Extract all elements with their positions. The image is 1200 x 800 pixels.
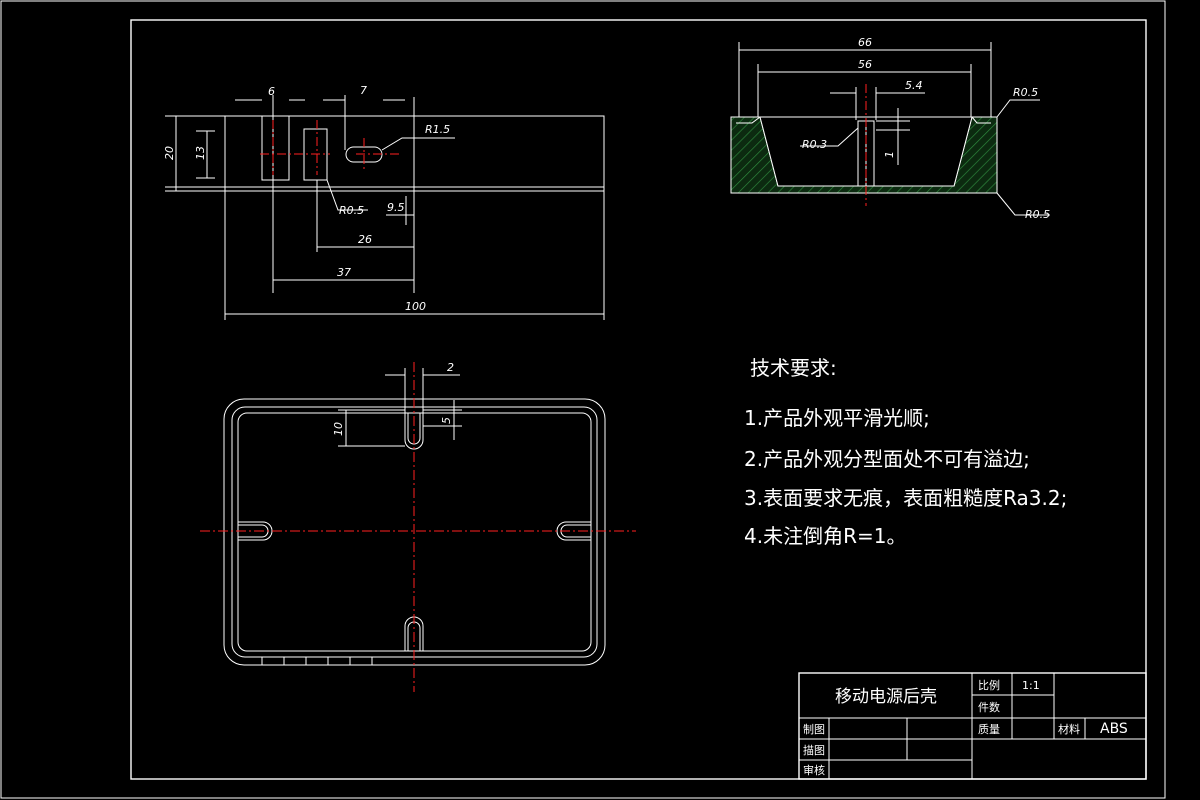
dim-13: 13 bbox=[194, 146, 207, 160]
technical-requirements: 技术要求: 1.产品外观平滑光顺; 2.产品外观分型面处不可有溢边; 3.表面要… bbox=[744, 356, 1067, 548]
dimension-labels: 6 7 R1.5 20 13 R0.5 9.5 26 37 100 66 56 … bbox=[163, 36, 1050, 436]
dim-66: 66 bbox=[858, 36, 872, 49]
dim-6: 6 bbox=[268, 85, 275, 98]
title-block bbox=[798, 672, 1147, 780]
traced-label: 描图 bbox=[803, 743, 825, 757]
plan-view bbox=[223, 368, 606, 666]
dim-26: 26 bbox=[358, 233, 372, 246]
top-view-centerlines bbox=[260, 120, 402, 175]
scale-value: 1:1 bbox=[1022, 679, 1040, 692]
count-label: 件数 bbox=[978, 701, 1000, 714]
requirement-item: 2.产品外观分型面处不可有溢边; bbox=[744, 447, 1030, 471]
dim-9-5: 9.5 bbox=[387, 201, 405, 214]
section-view bbox=[730, 42, 1050, 216]
dim-10: 10 bbox=[332, 422, 345, 436]
dim-7: 7 bbox=[360, 84, 367, 97]
weight-label: 质量 bbox=[978, 723, 1000, 736]
scale-label: 比例 bbox=[978, 678, 1000, 692]
dim-1: 1 bbox=[883, 151, 896, 158]
requirement-item: 4.未注倒角R=1。 bbox=[744, 524, 906, 548]
dim-5: 5 bbox=[440, 417, 453, 424]
drawn-label: 制图 bbox=[803, 723, 825, 736]
dim-r1-5: R1.5 bbox=[425, 123, 450, 136]
part-name: 移动电源后壳 bbox=[835, 687, 937, 707]
dim-5-4: 5.4 bbox=[905, 79, 923, 92]
dim-20: 20 bbox=[163, 146, 176, 160]
dim-100: 100 bbox=[405, 300, 426, 313]
plan-view-centerlines bbox=[200, 362, 636, 692]
requirement-item: 1.产品外观平滑光顺; bbox=[744, 406, 930, 430]
checked-label: 审核 bbox=[803, 763, 825, 777]
material-label: 材料 bbox=[1058, 722, 1080, 736]
top-view bbox=[165, 95, 605, 320]
dim-r0-3: R0.3 bbox=[802, 138, 827, 151]
title-block-text: 移动电源后壳 比例 1:1 件数 质量 材料 ABS 制图 描图 审核 bbox=[803, 678, 1128, 777]
sheet-border bbox=[0, 0, 1166, 799]
dim-r0-5-bottom: R0.5 bbox=[1025, 208, 1050, 221]
dim-r0-5-slot: R0.5 bbox=[339, 204, 364, 217]
dim-37: 37 bbox=[337, 266, 351, 279]
dim-56: 56 bbox=[858, 58, 872, 71]
dim-r0-5-top: R0.5 bbox=[1013, 86, 1038, 99]
requirement-item: 3.表面要求无痕，表面粗糙度Ra3.2; bbox=[744, 486, 1067, 510]
requirements-title: 技术要求: bbox=[750, 356, 837, 380]
material-value: ABS bbox=[1100, 721, 1128, 737]
dim-2: 2 bbox=[447, 361, 454, 374]
